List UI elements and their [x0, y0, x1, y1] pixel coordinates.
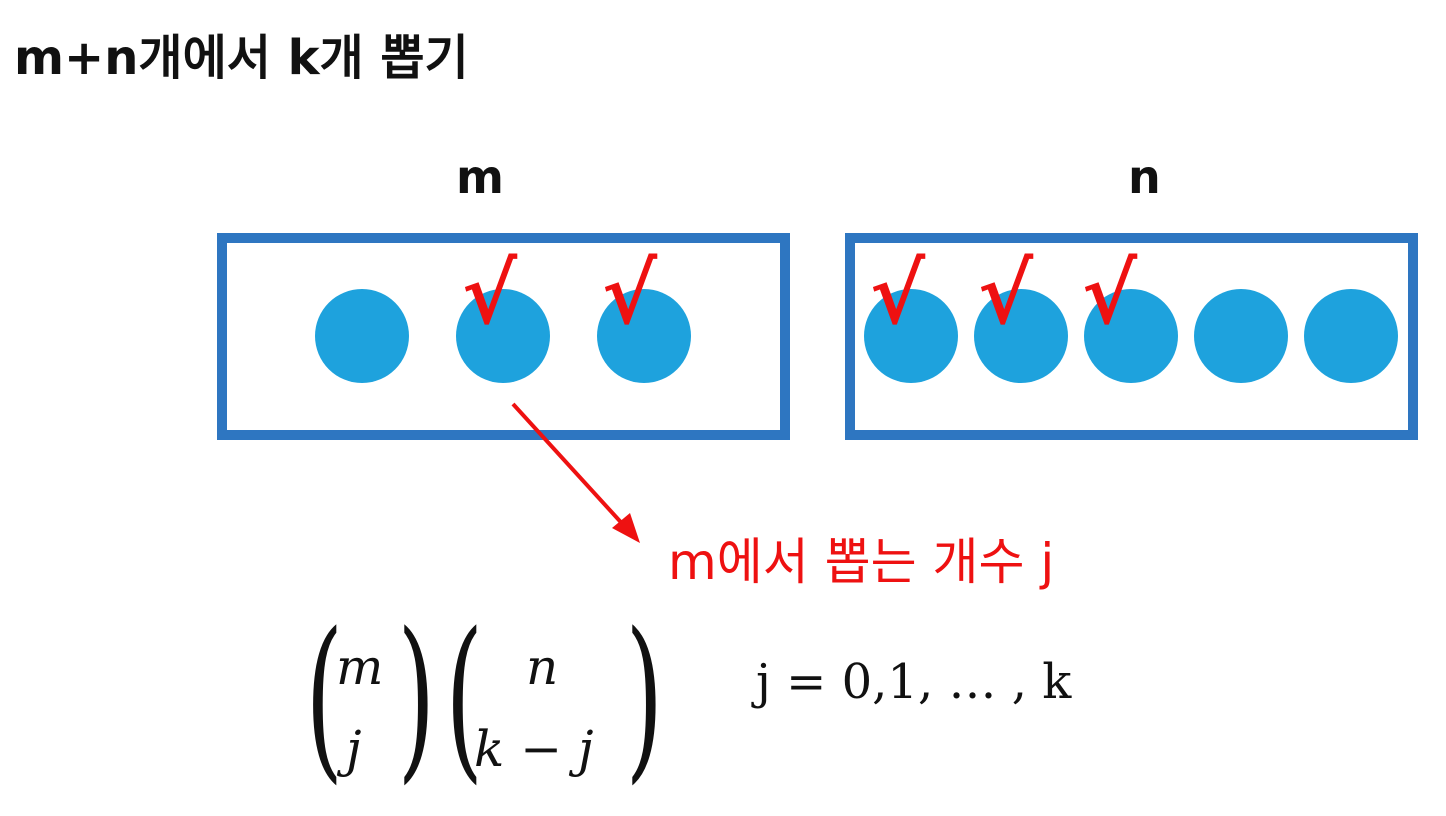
- binomial-close-paren: ): [397, 595, 436, 800]
- check-mark-icon: √: [462, 244, 518, 343]
- check-mark-icon: √: [602, 244, 658, 343]
- range-formula: j = 0,1, … , k: [756, 654, 1072, 710]
- binomial-1-bottom: j: [346, 720, 362, 778]
- ball-m-3: [597, 289, 691, 383]
- check-mark-icon: √: [870, 244, 926, 343]
- binomial-2-top: n: [526, 638, 559, 696]
- ball-n-2: [974, 289, 1068, 383]
- ball-m-1: [315, 289, 409, 383]
- binomial-2-bottom: k − j: [474, 720, 594, 778]
- binomial-1-top: m: [336, 638, 384, 696]
- group-label-n: n: [1128, 150, 1161, 204]
- ball-n-4: [1194, 289, 1288, 383]
- binomial-close-paren: ): [625, 595, 664, 800]
- ball-m-2: [456, 289, 550, 383]
- group-box-m: [217, 233, 790, 440]
- binomial-open-paren: (: [305, 595, 344, 800]
- group-box-n: [845, 233, 1418, 440]
- page-title: m+n개에서 k개 뽑기: [14, 30, 469, 86]
- annotation-label: m에서 뽑는 개수 j: [668, 533, 1055, 591]
- binomial-open-paren: (: [445, 595, 484, 800]
- group-label-m: m: [456, 150, 504, 204]
- ball-n-3: [1084, 289, 1178, 383]
- check-mark-icon: √: [978, 244, 1034, 343]
- ball-n-5: [1304, 289, 1398, 383]
- check-mark-icon: √: [1082, 244, 1138, 343]
- ball-n-1: [864, 289, 958, 383]
